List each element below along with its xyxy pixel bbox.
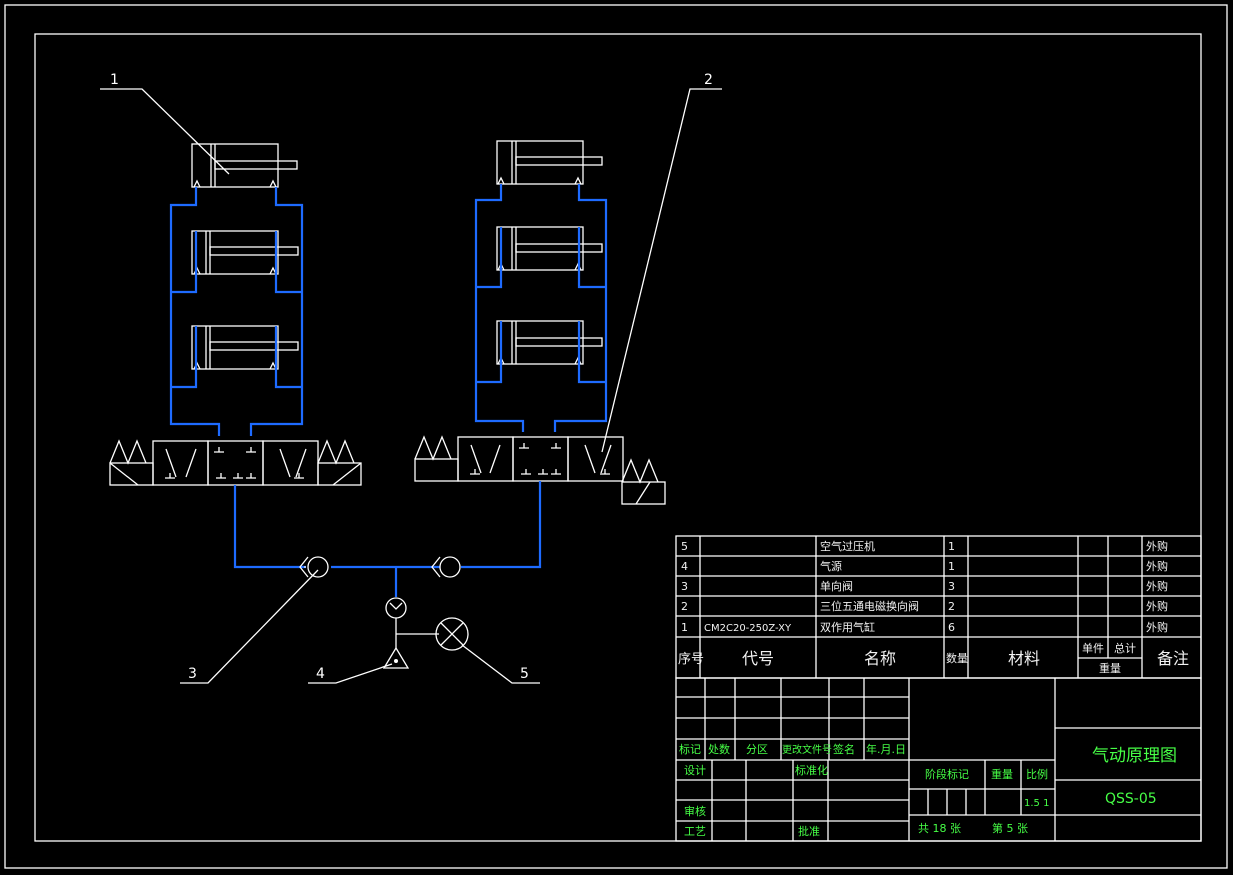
bom-row: 4 气源 1 外购 — [681, 559, 1168, 573]
bom-header: 序号 代号 名称 数量 材料 单件 总计 重量 备注 — [678, 641, 1189, 675]
solenoid-valve-left — [109, 439, 362, 486]
title-block-label: 处数 — [708, 743, 730, 756]
svg-text:6: 6 — [948, 621, 955, 634]
sheet-number: 第 5 张 — [992, 821, 1028, 835]
svg-text:外购: 外购 — [1146, 599, 1168, 613]
svg-text:2: 2 — [948, 600, 955, 613]
title-block-label: 设计 — [684, 764, 706, 777]
svg-text:单向阀: 单向阀 — [820, 579, 853, 593]
bom-row: 2 三位五通电磁换向阀 2 外购 — [681, 599, 1168, 613]
title-block-label: 阶段标记 — [925, 767, 969, 781]
title-block-label: 更改文件号 — [782, 743, 832, 756]
svg-text:序号: 序号 — [678, 652, 704, 667]
bom-table — [675, 535, 1202, 679]
sheets-total: 共 18 张 — [918, 822, 961, 835]
svg-text:外购: 外购 — [1146, 620, 1168, 634]
sheet-border-outer — [4, 4, 1228, 869]
solenoid-valve-right — [414, 435, 666, 505]
compressor-gauge-icon — [435, 617, 469, 651]
svg-text:1: 1 — [681, 621, 688, 634]
sheet-border-inner — [34, 33, 1202, 842]
title-block-label: 工艺 — [684, 825, 706, 838]
cylinder-group-left — [169, 143, 304, 436]
svg-text:数量: 数量 — [946, 652, 968, 665]
svg-text:气源: 气源 — [820, 559, 842, 573]
svg-text:名称: 名称 — [864, 649, 896, 668]
callout-label: 2 — [704, 72, 713, 88]
title-block-label: 审核 — [684, 804, 706, 818]
svg-text:外购: 外购 — [1146, 559, 1168, 573]
title-block-label: 比例 — [1026, 767, 1048, 781]
svg-text:外购: 外购 — [1146, 539, 1168, 553]
svg-text:三位五通电磁换向阀: 三位五通电磁换向阀 — [820, 599, 919, 613]
svg-text:1: 1 — [948, 540, 955, 553]
svg-text:双作用气缸: 双作用气缸 — [820, 620, 875, 634]
callout-label: 1 — [110, 72, 119, 88]
cylinder-icon — [496, 140, 603, 185]
bom-row: 1 CM2C20-250Z-XY 双作用气缸 6 外购 — [681, 620, 1168, 634]
svg-text:单件: 单件 — [1082, 642, 1104, 655]
svg-text:3: 3 — [681, 580, 688, 593]
title-block — [675, 677, 1202, 842]
drawing-title: 气动原理图 — [1092, 746, 1177, 766]
pipe-line — [233, 481, 542, 597]
check-valve-icon — [431, 556, 461, 578]
callout-label: 5 — [520, 666, 529, 682]
svg-text:1: 1 — [948, 560, 955, 573]
callout-label: 4 — [316, 666, 325, 682]
svg-text:CM2C20-250Z-XY: CM2C20-250Z-XY — [704, 623, 792, 634]
pipe-line — [169, 187, 304, 436]
svg-text:2: 2 — [681, 600, 688, 613]
svg-text:外购: 外购 — [1146, 579, 1168, 593]
bom-row: 3 单向阀 3 外购 — [681, 579, 1168, 593]
cylinder-group-right — [474, 140, 608, 432]
title-block-label: 年.月.日 — [866, 742, 906, 756]
svg-text:备注: 备注 — [1157, 649, 1189, 668]
title-block-label: 批准 — [798, 824, 820, 838]
svg-text:空气过压机: 空气过压机 — [820, 539, 875, 553]
title-block-label: 标准化 — [795, 763, 828, 777]
svg-text:重量: 重量 — [1099, 661, 1121, 675]
drawing-code: QSS-05 — [1105, 791, 1157, 807]
scale-value: 1.5 1 — [1024, 798, 1049, 809]
svg-text:5: 5 — [681, 540, 688, 553]
leader-lines — [100, 88, 722, 684]
bom-row: 5 空气过压机 1 外购 — [681, 539, 1168, 553]
pipe-line — [474, 184, 608, 432]
air-source-icon — [382, 597, 439, 669]
svg-text:总计: 总计 — [1114, 641, 1136, 655]
svg-text:3: 3 — [948, 580, 955, 593]
cylinder-icon — [191, 143, 298, 188]
check-valve-icon — [299, 556, 329, 578]
svg-text:代号: 代号 — [742, 649, 774, 668]
svg-text:4: 4 — [681, 560, 688, 573]
title-block-label: 重量 — [991, 767, 1013, 781]
title-block-label: 标记 — [679, 742, 701, 756]
svg-text:材料: 材料 — [1008, 649, 1040, 668]
callout-label: 3 — [188, 666, 197, 682]
title-block-label: 签名 — [833, 742, 855, 756]
title-block-label: 分区 — [746, 743, 768, 756]
